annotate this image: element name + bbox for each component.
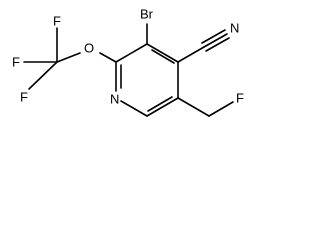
atom-label-o: O: [84, 41, 94, 56]
triple-bond-line-3: [205, 37, 230, 52]
bond-o-cf3: [56, 52, 81, 63]
ring-bond-c5-c6: [146, 97, 179, 117]
bond-c5-ch2: [177, 97, 210, 117]
bond-ch2-f: [208, 101, 234, 117]
triple-bond-line-1: [203, 33, 228, 48]
bond-c2-o: [99, 52, 117, 63]
bond-cf3-f3: [28, 61, 58, 90]
atom-label-f-top: F: [53, 14, 61, 29]
ring-bond-c5-c6-inner: [147, 96, 173, 112]
triple-bond-line-2: [201, 29, 226, 44]
atom-label-f-fluoromethyl: F: [236, 91, 244, 106]
atom-label-n-ring: N: [110, 92, 119, 107]
ring-bond-c6-n: [120, 100, 148, 117]
bond-c4-cn: [177, 46, 205, 63]
chemical-structure-diagram: Br N F F F O N F: [12, 7, 244, 117]
atom-label-n-nitrile: N: [230, 21, 239, 36]
ring-bond-c2-c3: [115, 43, 148, 63]
ring-bond-c4-c4-inner: [151, 49, 175, 64]
ring-bond-c3-c4: [146, 43, 179, 63]
atom-label-br: Br: [140, 7, 154, 22]
atom-label-f-bottom: F: [20, 90, 28, 105]
atom-label-f-left: F: [12, 55, 20, 70]
